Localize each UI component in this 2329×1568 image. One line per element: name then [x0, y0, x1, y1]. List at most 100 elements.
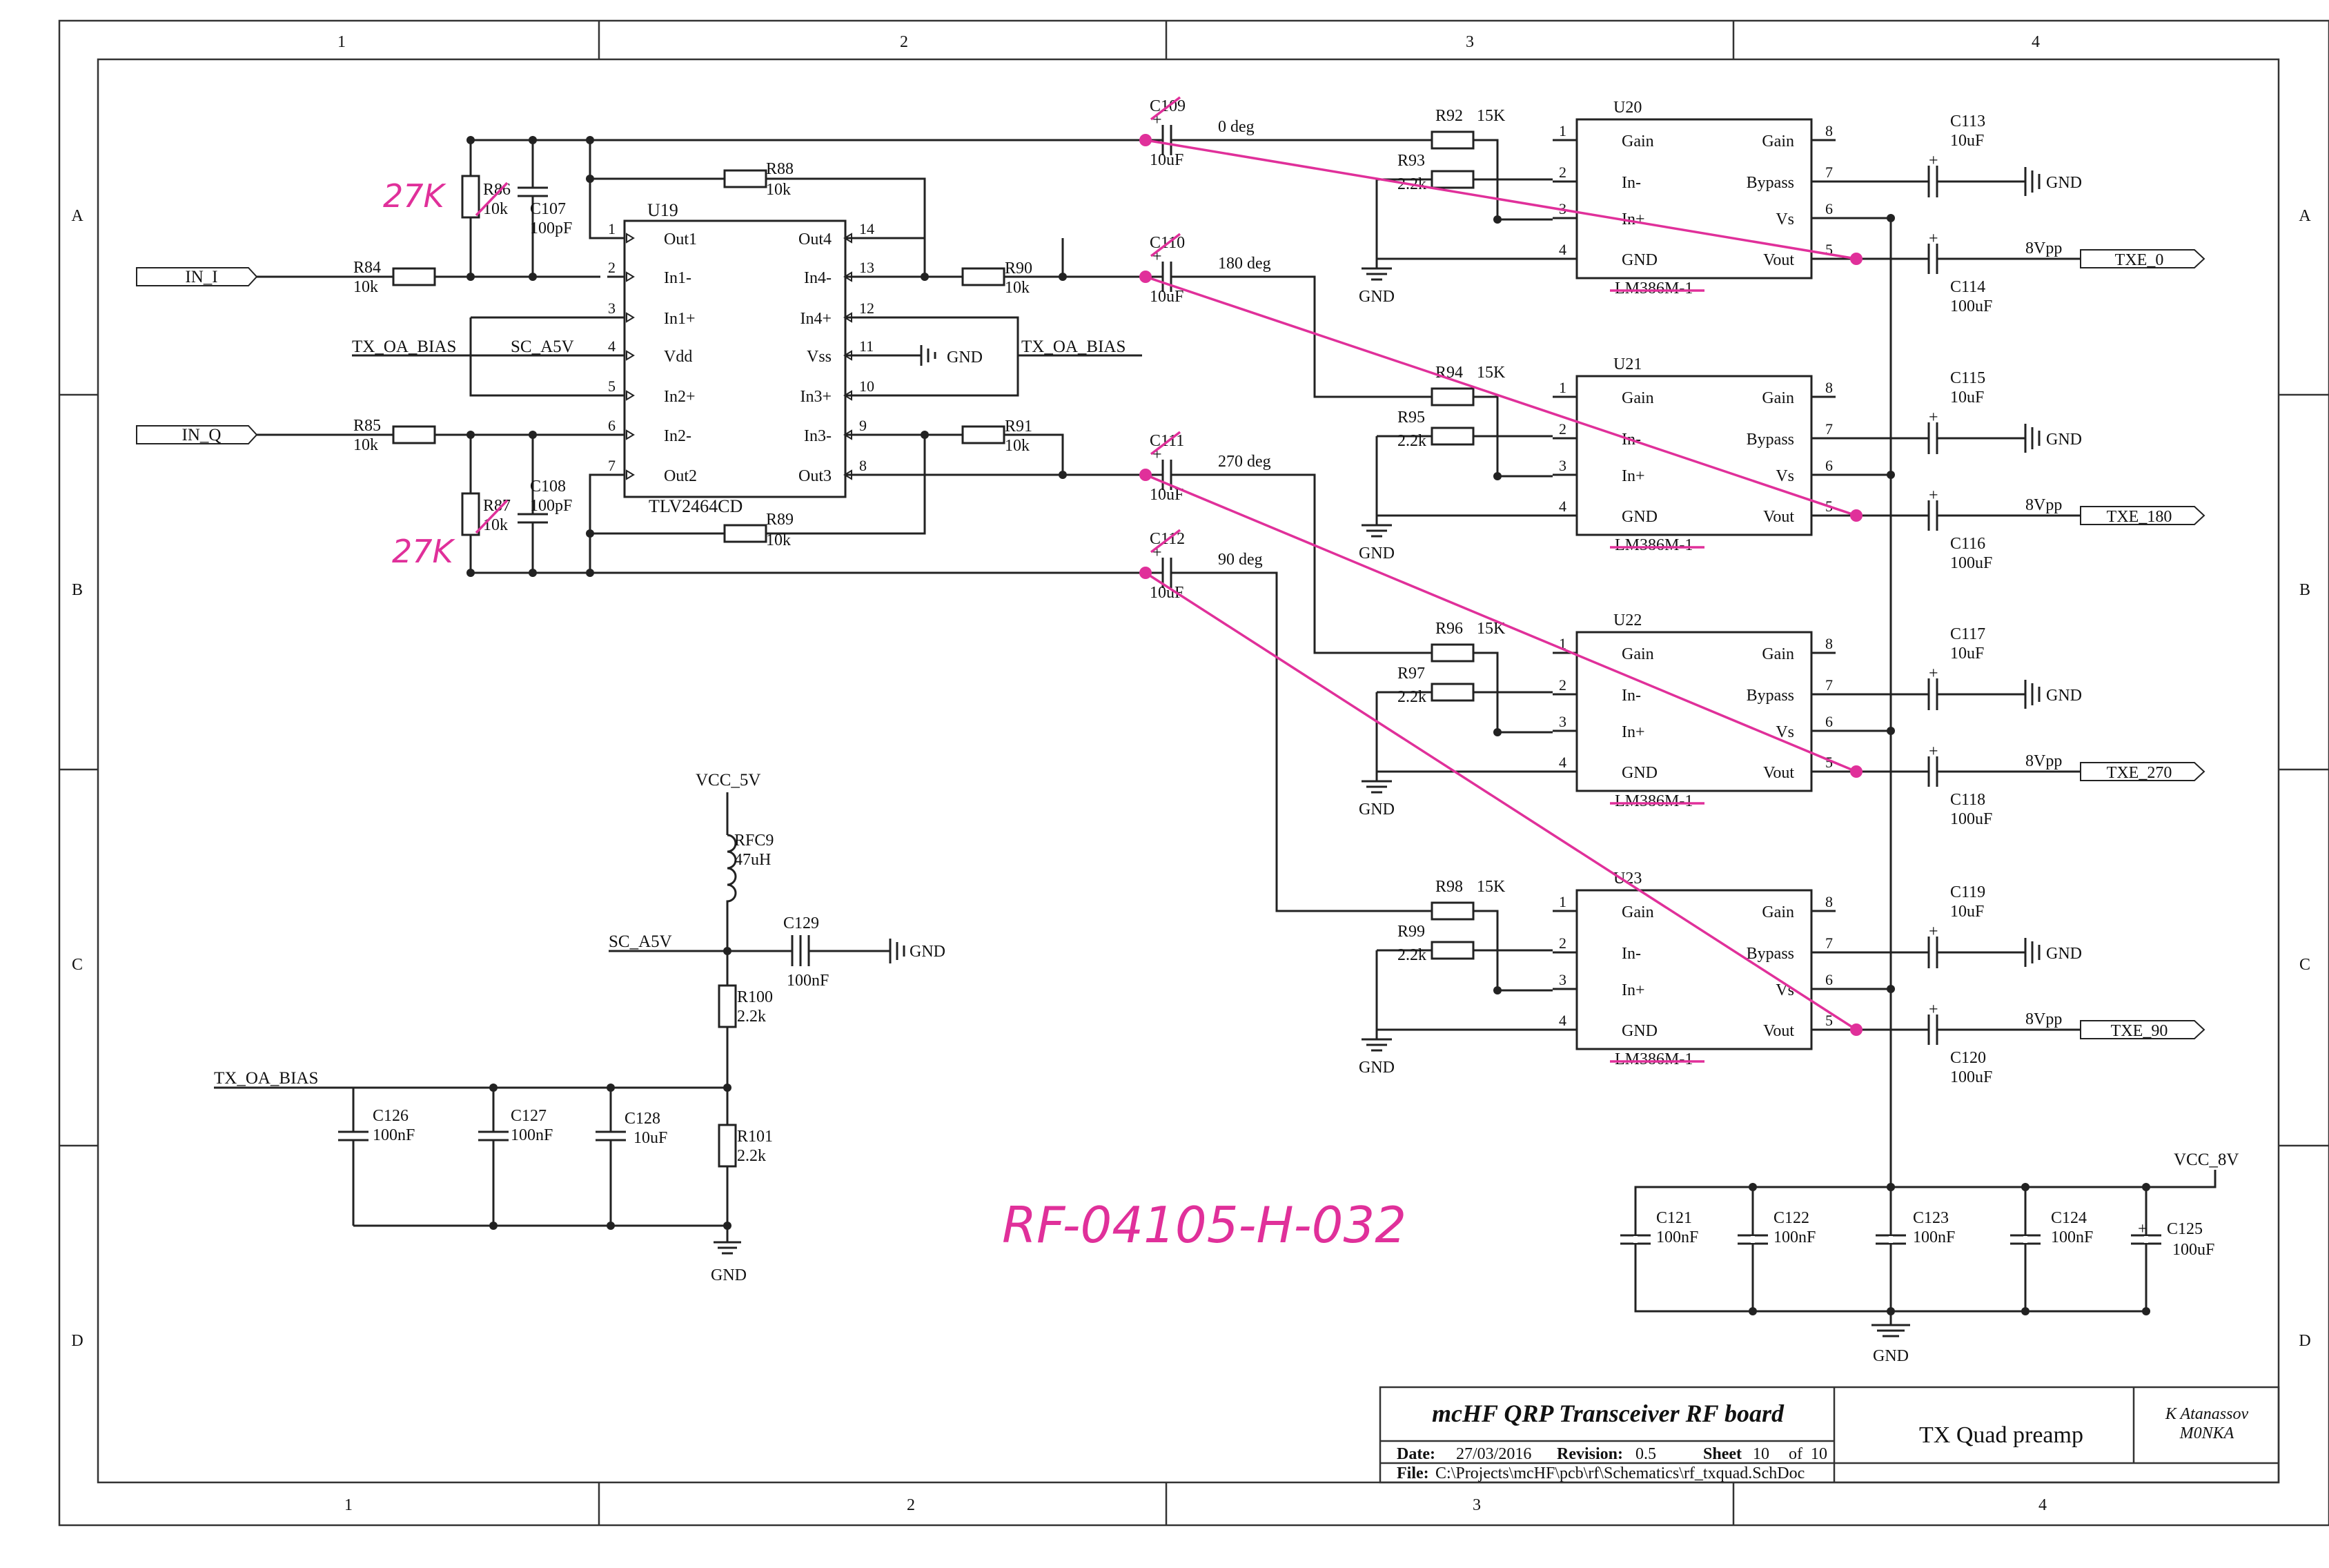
amp-pin-name-3-1: Gain	[1622, 903, 1654, 921]
amp-pin-name-1-3: In+	[1622, 467, 1645, 485]
bias-low-label: TX_OA_BIAS	[214, 1069, 318, 1088]
phase-label-3: 90 deg	[1218, 551, 1263, 569]
r101-ref: R101	[737, 1128, 773, 1146]
r86-body	[461, 175, 480, 219]
u19-pin-name-3: In1+	[664, 310, 696, 328]
amp-pin-num-0-4: 4	[1559, 241, 1566, 258]
cb-ref-2: C117	[1950, 625, 1985, 643]
u19-pin-name-1: Out1	[664, 231, 697, 248]
amp-ref-0: U20	[1613, 99, 1642, 117]
amp-pin-num-0-8: 8	[1825, 122, 1833, 139]
rb-ref-2: R97	[1397, 665, 1425, 683]
amp-pin-name-2-4: GND	[1622, 764, 1658, 782]
amp-pin-name-0-1: Gain	[1622, 133, 1654, 150]
amp-pin-name-0-4: GND	[1622, 251, 1658, 269]
amp-pin-num-0-7: 7	[1825, 164, 1833, 181]
amp-pin-name-3-8: Gain	[1762, 903, 1794, 921]
c126-ref: C126	[373, 1107, 409, 1125]
gnd-amp-label-1: GND	[1359, 545, 1395, 562]
out-label-2: TXE_270	[2107, 764, 2172, 782]
co-plus-2: +	[1929, 743, 1938, 761]
out-port-3	[2080, 1020, 2205, 1039]
rg-ref-2: R96	[1435, 620, 1463, 638]
r86-handwritten-note: 27K	[383, 177, 447, 215]
amp-pin-num-3-8: 8	[1825, 893, 1833, 910]
out-label-3: TXE_90	[2111, 1022, 2168, 1040]
rg-val-1: 15K	[1477, 364, 1506, 382]
phase-label-0: 0 deg	[1218, 118, 1255, 136]
r89-ref: R89	[766, 511, 794, 529]
vpp-label-3: 8Vpp	[2025, 1010, 2062, 1028]
gnd-amp-label-0: GND	[1359, 288, 1395, 306]
grid-row-right-C: C	[2299, 956, 2310, 974]
bias-right-label: TX_OA_BIAS	[1021, 337, 1126, 356]
outer-frame	[58, 19, 2329, 1527]
u19-pin-name-11: Vss	[807, 348, 832, 366]
u19-pin-name-6: In2-	[664, 427, 691, 445]
amp-body-2	[1575, 631, 1813, 792]
amp-pin-num-0-1: 1	[1559, 122, 1566, 139]
sheet-label: Sheet	[1703, 1445, 1742, 1463]
amp-ref-2: U22	[1613, 611, 1642, 629]
c125-plus: +	[2138, 1220, 2148, 1238]
amp-pin-num-0-6: 6	[1825, 200, 1833, 217]
vpp-label-0: 8Vpp	[2025, 239, 2062, 257]
vcc8-label: VCC_8V	[2174, 1150, 2239, 1169]
amp-part-3: LM386M-1	[1615, 1050, 1693, 1068]
of-label: of	[1789, 1445, 1802, 1463]
amp-pin-name-3-2: In-	[1622, 945, 1641, 963]
r88-val: 10k	[766, 181, 791, 199]
u19-pin-name-5: In2+	[664, 388, 696, 406]
c124-val: 100nF	[2051, 1228, 2093, 1246]
in-q-port	[136, 425, 258, 444]
grid-col-bottom-3: 3	[1473, 1496, 1481, 1514]
amp-pin-name-2-5: Vout	[1763, 764, 1794, 782]
rg-body-2	[1431, 643, 1475, 663]
amp-pin-num-2-7: 7	[1825, 676, 1833, 694]
date-value: 27/03/2016	[1456, 1445, 1531, 1463]
out-port-0	[2080, 249, 2205, 268]
grid-row-left-D: D	[71, 1332, 83, 1350]
rb-val-3: 2.2k	[1397, 946, 1426, 964]
cb-val-0: 10uF	[1950, 132, 1984, 150]
file-path: C:\Projects\mcHF\pcb\rf\Schematics\rf_tx…	[1435, 1464, 1805, 1482]
c126-val: 100nF	[373, 1126, 415, 1144]
rg-body-1	[1431, 387, 1475, 406]
u19-pin-name-2: In1-	[664, 269, 691, 287]
amp-pin-num-1-3: 3	[1559, 457, 1566, 474]
amp-ref-1: U21	[1613, 355, 1642, 373]
rfc9-ref: RFC9	[734, 832, 774, 850]
amp-pin-num-2-8: 8	[1825, 635, 1833, 652]
inner-frame	[97, 58, 2280, 1484]
u19-pin-num-1: 1	[608, 220, 616, 237]
r101-val: 2.2k	[737, 1147, 766, 1165]
u19-part: TLV2464CD	[649, 496, 743, 516]
cb-plus-1: +	[1929, 409, 1938, 427]
r85-ref: R85	[353, 417, 381, 435]
c123-ref: C123	[1913, 1209, 1949, 1227]
c128-val: 10uF	[633, 1129, 667, 1147]
r85-val: 10k	[353, 436, 378, 454]
gnd-bias-label: GND	[711, 1266, 747, 1284]
u19-pin-name-12: In4+	[800, 310, 832, 328]
gnd-amp-label-2: GND	[1359, 801, 1395, 819]
r91-val: 10k	[1005, 437, 1030, 455]
cb-ref-1: C115	[1950, 369, 1985, 387]
c124-ref: C124	[2051, 1209, 2087, 1227]
rb-ref-3: R99	[1397, 923, 1425, 941]
grid-col-top-3: 3	[1466, 33, 1474, 51]
in-i-port	[136, 267, 258, 286]
rg-val-0: 15K	[1477, 107, 1506, 125]
r100-val: 2.2k	[737, 1008, 766, 1026]
u19-pin-name-9: In3-	[804, 427, 832, 445]
amp-pin-name-0-7: Bypass	[1747, 174, 1794, 192]
c128-ref: C128	[625, 1110, 660, 1128]
grid-col-top-4: 4	[2032, 33, 2040, 51]
out-port-2	[2080, 762, 2205, 781]
u19-pin-num-14: 14	[859, 220, 874, 237]
gnd-cb-label-3: GND	[2046, 945, 2082, 963]
